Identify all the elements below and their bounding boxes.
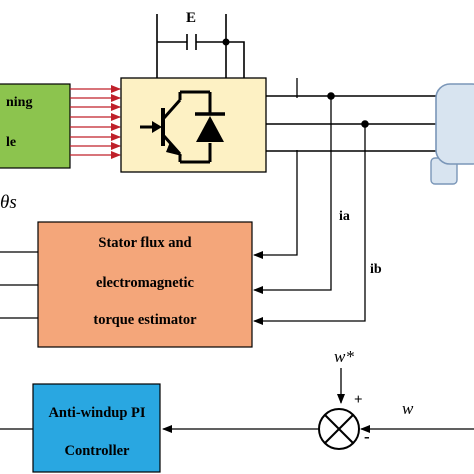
current-ib-label: ib	[370, 262, 382, 277]
sum-plus-sign: +	[354, 392, 363, 408]
estimator-text-line1: Stator flux and	[98, 235, 191, 251]
pi-text-line1: Anti-windup PI	[48, 405, 145, 421]
sum-minus-sign: -	[364, 427, 370, 446]
igbt-icon	[140, 90, 210, 164]
flux-torque-estimator-block: Stator flux and electromagnetic torque e…	[37, 221, 253, 348]
switching-table-block: ning le	[0, 83, 71, 169]
dc-link: E	[156, 10, 245, 78]
switching-table-text-line2: le	[6, 135, 16, 150]
inverter-block	[120, 77, 267, 173]
switching-table-text-line1: ning	[6, 95, 32, 110]
speed-reference-label: w*	[334, 347, 354, 366]
motor-icon	[430, 83, 474, 185]
anti-windup-pi-block: Anti-windup PI Controller	[0, 383, 161, 473]
speed-loop: w* + - w	[162, 347, 474, 450]
dc-source-label: E	[186, 10, 196, 26]
estimator-text-line3: torque estimator	[93, 312, 197, 328]
estimator-text-line2: electromagnetic	[96, 275, 195, 291]
summing-junction-icon	[318, 408, 360, 450]
current-ia-label: ia	[339, 209, 350, 224]
speed-feedback-label: w	[402, 399, 414, 418]
pi-text-line2: Controller	[65, 443, 131, 459]
svg-text:θs: θs	[0, 192, 17, 213]
gate-signal-arrows	[70, 85, 121, 159]
estimator-outputs	[0, 251, 38, 319]
phase-output-lines	[266, 92, 436, 152]
feedback-wires: ia ib	[253, 78, 382, 325]
stator-angle-label: θs	[0, 192, 17, 213]
diode-icon	[195, 92, 225, 162]
